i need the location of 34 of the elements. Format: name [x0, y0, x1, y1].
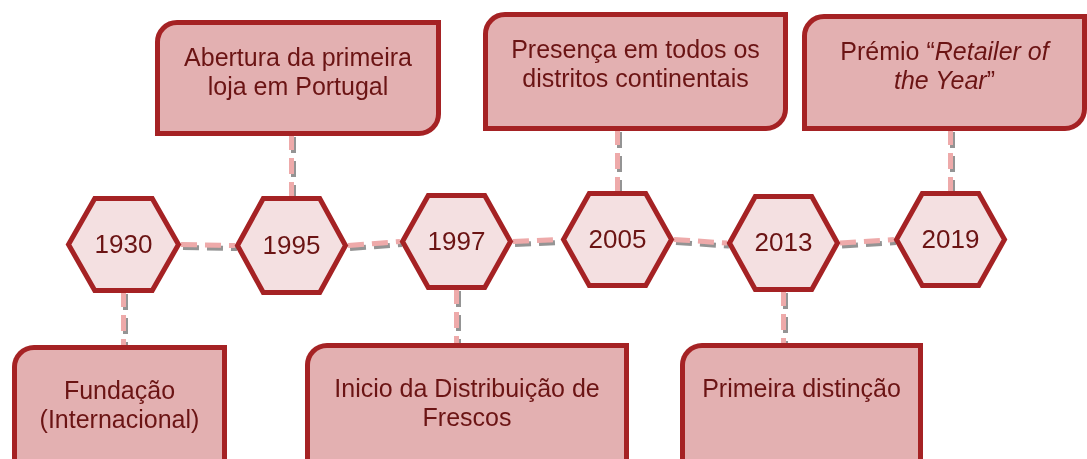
- year-hexagon: [400, 193, 513, 290]
- dashed-connector: [615, 129, 620, 193]
- year-label: 2013: [754, 228, 813, 258]
- year-label: 1930: [94, 229, 153, 260]
- year-label: 1997: [427, 226, 486, 257]
- event-box: [802, 14, 1087, 131]
- dashed-connector: [454, 288, 459, 345]
- year-label: 2005: [588, 224, 647, 255]
- event-box: [305, 343, 629, 459]
- dashed-connector: [180, 242, 236, 248]
- event-box: [155, 20, 441, 136]
- event-box: [483, 12, 788, 131]
- event-text: Primeira distinção: [702, 374, 901, 403]
- year-hexagon: [235, 196, 348, 295]
- event-text: Fundação (Internacional): [38, 376, 201, 434]
- dashed-connector: [673, 237, 728, 246]
- event-box: [12, 345, 227, 459]
- dashed-connector: [347, 239, 401, 248]
- year-hexagon: [727, 194, 840, 292]
- year-label: 2019: [921, 224, 980, 255]
- event-box: [680, 343, 923, 459]
- event-text: Inicio da Distribuição de Frescos: [334, 374, 600, 432]
- year-hexagon: [561, 191, 674, 288]
- dashed-connector: [121, 291, 126, 347]
- year-hexagon: [894, 191, 1007, 288]
- dashed-connector: [839, 237, 895, 246]
- dashed-connector: [289, 134, 294, 198]
- year-hexagon: [66, 196, 181, 293]
- event-text: Presença em todos os distritos continentais: [510, 35, 761, 93]
- event-text: Abertura da primeira loja em Portugal: [183, 43, 413, 101]
- dashed-connector: [948, 129, 953, 193]
- dashed-connector: [781, 290, 786, 345]
- event-text: Prémio “Retailer of the Year”: [839, 37, 1052, 95]
- year-label: 1995: [262, 230, 321, 261]
